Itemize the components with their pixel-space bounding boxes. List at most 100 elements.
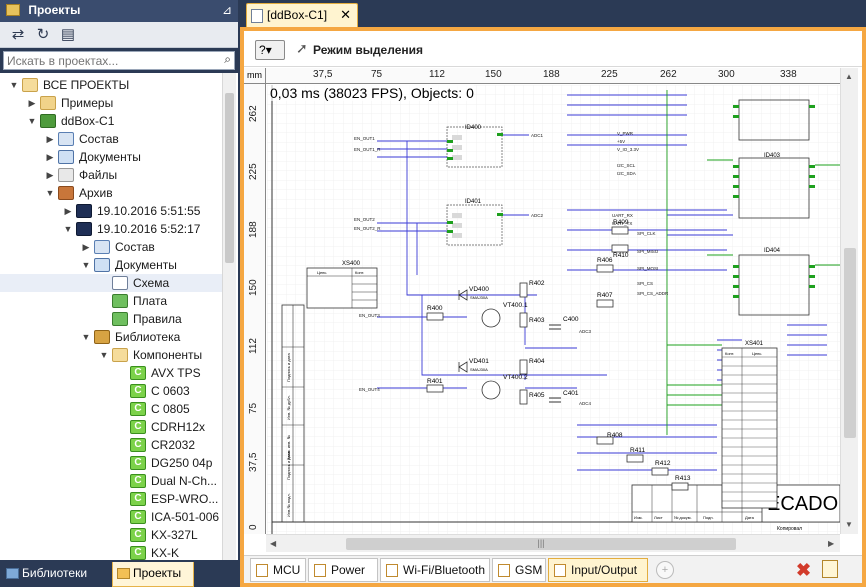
canvas-vscroll-thumb[interactable]: [844, 248, 856, 438]
collapse-arrow-icon[interactable]: ▼: [81, 332, 91, 342]
chip-id401[interactable]: ID401: [446, 199, 503, 246]
left-stamp: [281, 304, 305, 523]
schematic-drawing[interactable]: ECADO Копировал ID400 ID401 ID403: [267, 85, 840, 534]
tree-item[interactable]: ▼Документы: [0, 256, 222, 274]
sheet-icon: [498, 564, 510, 577]
document-tab-label: [ddBox-C1]: [267, 8, 328, 22]
scroll-up-icon[interactable]: ▲: [845, 72, 853, 81]
vt400-1-label: VT400.1: [503, 302, 528, 309]
expand-arrow-icon[interactable]: ▶: [28, 98, 36, 108]
scroll-right-icon[interactable]: ▶: [828, 539, 835, 548]
tree-item[interactable]: Правила: [0, 310, 222, 328]
scroll-down-icon[interactable]: ▼: [845, 520, 853, 529]
tree-item[interactable]: ▼19.10.2016 5:52:17: [0, 220, 222, 238]
sheet-tab-input-output[interactable]: Input/Output: [548, 558, 648, 582]
collapse-arrow-icon[interactable]: ▼: [27, 116, 37, 126]
tree-item[interactable]: ▶Файлы: [0, 166, 222, 184]
tree-item[interactable]: Плата: [0, 292, 222, 310]
docs-icon: [94, 258, 110, 272]
tree-item[interactable]: ▼ВСЕ ПРОЕКТЫ: [0, 76, 222, 94]
tree-item[interactable]: ▶ Документы: [0, 148, 222, 166]
close-icon[interactable]: ✕: [340, 7, 351, 22]
ruler-top-tick: 300: [718, 69, 735, 80]
tree-item-label: Состав: [115, 240, 155, 254]
search-icon[interactable]: ⌕: [224, 52, 231, 66]
comp-icon: C: [130, 402, 146, 416]
pin-icon[interactable]: ⊿: [221, 3, 232, 17]
sheet-tab-wifi-bluetooth[interactable]: Wi-Fi/Bluetooth: [380, 558, 490, 582]
tree-item[interactable]: ▼Архив: [0, 184, 222, 202]
sheet-tab-gsm[interactable]: GSM: [492, 558, 546, 582]
expand-arrow-icon[interactable]: ▶: [46, 170, 54, 180]
chip-id400-label: ID400: [465, 125, 482, 131]
tree-item[interactable]: ▼Библиотека: [0, 328, 222, 346]
canvas-horizontal-scrollbar[interactable]: ◀ ||| ▶: [266, 534, 840, 552]
tree-item[interactable]: ▼ddBox-C1: [0, 112, 222, 130]
r405-label: R405: [529, 392, 545, 399]
expand-arrow-icon[interactable]: ▶: [46, 134, 54, 144]
board-icon: [40, 114, 56, 128]
canvas-hscroll-thumb[interactable]: |||: [346, 538, 736, 550]
tree-item[interactable]: ▶ Состав: [0, 238, 222, 256]
tab-projects[interactable]: Проекты: [112, 562, 194, 587]
collapse-arrow-icon[interactable]: ▼: [9, 80, 19, 90]
search-input[interactable]: [4, 52, 214, 69]
transistor-symbols: [481, 308, 501, 400]
add-sheet-icon[interactable]: +: [656, 561, 674, 579]
tree-scrollbar[interactable]: [222, 73, 236, 560]
collapse-arrow-icon[interactable]: ▼: [99, 350, 109, 360]
chip-id400[interactable]: ID400: [446, 125, 503, 168]
canvas-vertical-scrollbar[interactable]: ▲ ▼: [840, 68, 858, 534]
r404-label: R404: [529, 358, 545, 365]
tab-libraries[interactable]: Библиотеки: [2, 562, 110, 587]
collapse-arrow-icon[interactable]: ▼: [81, 260, 91, 270]
ruler-top-tick: 75: [371, 69, 383, 80]
expand-arrow-icon[interactable]: ▶: [64, 206, 72, 216]
delete-icon[interactable]: ✖: [796, 560, 812, 580]
sheet-tab-mcu[interactable]: MCU: [250, 558, 306, 582]
disk-icon: [76, 222, 92, 236]
tree-item[interactable]: Схема: [0, 274, 222, 292]
comp-icon: C: [130, 384, 146, 398]
expand-arrow-icon[interactable]: ▶: [82, 242, 90, 252]
document-tab[interactable]: [ddBox-C1] ✕: [246, 3, 358, 28]
properties-icon[interactable]: [822, 560, 838, 578]
pcb-icon: [112, 294, 128, 308]
connector-xs400[interactable]: XS400 Цепь Конт.: [306, 261, 378, 309]
collapse-all-icon[interactable]: ▤: [60, 26, 76, 43]
scroll-left-icon[interactable]: ◀: [270, 539, 277, 548]
help-button[interactable]: ?▾: [255, 40, 285, 60]
tree-item-label: Примеры: [61, 96, 114, 110]
tree-item-label: Документы: [79, 150, 141, 164]
sheet-tab-power[interactable]: Power: [308, 558, 378, 582]
tree-item-label: KX-327L: [151, 528, 198, 542]
tree-item[interactable]: ▶19.10.2016 5:51:55: [0, 202, 222, 220]
net-v-io: V_IO_3.3V: [617, 147, 639, 152]
sheet-icon: [256, 564, 268, 577]
r401-label: R401: [427, 378, 443, 385]
tree-item[interactable]: ▶ Примеры: [0, 94, 222, 112]
connector-xs401[interactable]: XS401 Конт. Цепь: [721, 341, 778, 509]
expand-arrow-icon[interactable]: ▶: [46, 152, 54, 162]
tree-scrollbar-thumb[interactable]: [225, 93, 234, 263]
refresh-icon[interactable]: ↻: [36, 26, 50, 43]
ruler-left-tick: 150: [248, 279, 259, 296]
tree-item[interactable]: ▼Компоненты: [0, 346, 222, 364]
chip-top-right[interactable]: [738, 99, 810, 141]
sync-arrows-icon[interactable]: ⇄: [11, 26, 25, 43]
tree-item[interactable]: ▶Состав: [0, 130, 222, 148]
collapse-arrow-icon[interactable]: ▼: [63, 224, 73, 234]
collapse-arrow-icon[interactable]: ▼: [45, 188, 55, 198]
